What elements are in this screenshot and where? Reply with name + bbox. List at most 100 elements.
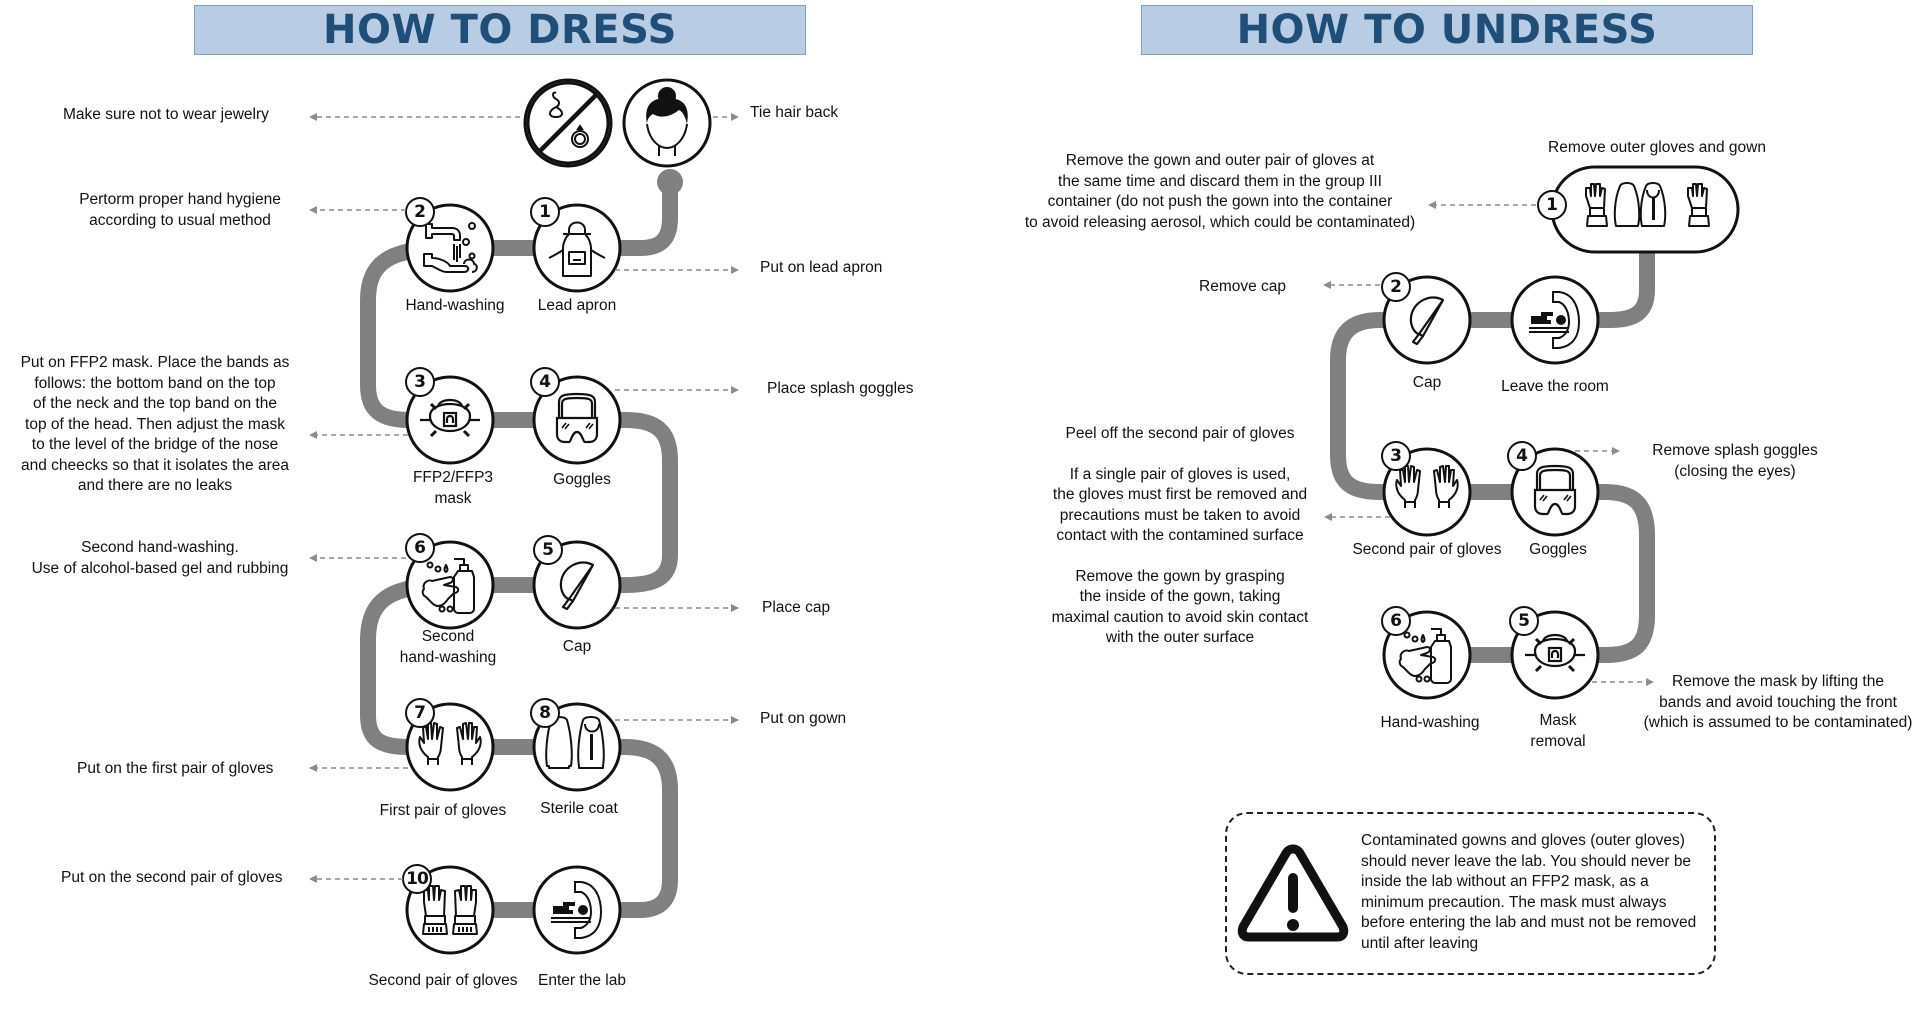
undress-step-1-pill — [1550, 165, 1740, 254]
dress-step-4-circle — [532, 375, 622, 465]
step-label: FFP2/FFP3 mask — [413, 468, 493, 509]
step-number: 4 — [1516, 446, 1528, 466]
instruction-mask: Put on FFP2 mask. Place the bands as fol… — [10, 353, 300, 497]
step-label: Mask removal — [1530, 711, 1585, 752]
step-circle-no-jewelry — [523, 78, 613, 168]
instruction-line: Remove splash goggles — [1652, 442, 1818, 459]
connector-arrows — [309, 113, 1654, 883]
instruction-line: the inside of the gown, taking — [1079, 588, 1281, 605]
step-label: Lead apron — [537, 297, 617, 314]
instruction-line: maximal caution to avoid skin contact — [1051, 608, 1309, 626]
instruction-line: If a single pair of gloves is used, — [1069, 465, 1291, 483]
instruction-line: according to usual method — [89, 211, 271, 229]
warning-line: inside the lab without an FFP2 mask, as … — [1361, 873, 1649, 891]
undress-step-5-circle — [1510, 610, 1600, 700]
instruction-line: and cheecks so that it isolates the area — [21, 456, 289, 474]
step-label-line: FFP2/FFP3 — [412, 469, 494, 486]
instruction-line: precautions must be taken to avoid — [1059, 506, 1301, 524]
dress-step-enter-lab-circle — [532, 865, 622, 955]
warning-line: should never leave the lab. You should n… — [1361, 852, 1692, 870]
dress-step-6-circle — [405, 540, 495, 630]
step-number: 8 — [539, 703, 551, 723]
step-label: Sterile coat — [540, 800, 618, 817]
step-label-line: removal — [1530, 732, 1586, 750]
step-number: 4 — [539, 372, 551, 392]
instruction-line: the same time and discard them in the gr… — [1058, 172, 1382, 190]
instruction-line: Remove the mask by lifting the — [1672, 673, 1884, 690]
instruction-line: Peel off the second pair of gloves — [1065, 425, 1295, 442]
warning-line: Contaminated gowns and gloves (outer glo… — [1361, 832, 1685, 849]
instruction-line: to avoid releasing aerosol, which could … — [1024, 213, 1416, 231]
step-label: Second pair of gloves — [1352, 541, 1502, 558]
step-label: Second hand-washing — [400, 627, 497, 668]
step-number: 10 — [406, 869, 429, 889]
dress-step-5-circle — [532, 540, 622, 630]
undress-step-3-circle — [1382, 447, 1472, 537]
instruction-line: with the outer surface — [1105, 629, 1255, 646]
step-number: 3 — [414, 372, 426, 392]
dress-step-8-circle — [532, 702, 622, 792]
step-label-line: mask — [434, 489, 472, 507]
dress-pipe-start-knob — [657, 169, 683, 195]
undress-step-4-circle — [1510, 447, 1600, 537]
step-label-line: hand-washing — [399, 648, 497, 666]
instruction-line: Put on FFP2 mask. Place the bands as — [20, 354, 290, 371]
instruction-line: of the neck and the top band on the — [33, 395, 277, 412]
dress-pipe — [360, 182, 678, 918]
dress-title-box: HOW TO DRESS — [194, 5, 806, 55]
dress-step-3-circle — [405, 375, 495, 465]
instruction-cap: Place cap — [762, 599, 831, 616]
instruction-line: follows: the bottom band on the top — [34, 374, 276, 392]
instruction-remove-gloves: Peel off the second pair of gloves If a … — [1030, 424, 1330, 649]
undress-step-6-circle — [1382, 610, 1472, 700]
step-number: 6 — [1390, 611, 1402, 631]
dress-title: HOW TO DRESS — [323, 7, 677, 53]
step-number: 5 — [1518, 611, 1530, 631]
dress-number-badges — [402, 197, 563, 894]
instruction-line: container (do not push the gown into the… — [1047, 193, 1393, 210]
instruction-hand-hygiene: Pertorm proper hand hygiene according to… — [60, 190, 300, 231]
instruction-line: and there are no leaks — [77, 477, 233, 494]
instruction-second-handwashing: Second hand-washing. Use of alcohol-base… — [20, 538, 300, 579]
step-label: Goggles — [1529, 541, 1587, 558]
instruction-remove-mask: Remove the mask by lifting the bands and… — [1636, 672, 1920, 734]
instruction-remove-gown: Remove the gown and outer pair of gloves… — [1020, 151, 1420, 233]
instruction-gown: Put on gown — [760, 710, 847, 727]
step-number: 5 — [542, 540, 554, 560]
undress-number-badges — [1381, 190, 1567, 636]
warning-line: until after leaving — [1361, 934, 1479, 952]
instruction-no-jewelry: Make sure not to wear jewelry — [63, 106, 269, 123]
undress-pipe — [1330, 252, 1655, 663]
step-label: Hand-washing — [1380, 714, 1480, 731]
undress-step-leave-room-circle — [1510, 275, 1600, 365]
step-label: Cap — [562, 638, 592, 655]
instruction-lead-apron: Put on lead apron — [760, 259, 883, 276]
instruction-tie-hair: Tie hair back — [750, 104, 839, 121]
step-number: 2 — [1390, 277, 1402, 297]
instruction-goggles: Place splash goggles — [767, 380, 914, 397]
step-label: Enter the lab — [538, 972, 626, 989]
step-number: 2 — [414, 202, 426, 222]
step-label-line: Second — [421, 628, 475, 645]
warning-text: Contaminated gowns and gloves (outer glo… — [1361, 831, 1696, 955]
instruction-line: (closing the eyes) — [1674, 462, 1796, 480]
step-label: Remove outer gloves and gown — [1548, 139, 1766, 156]
step-label: First pair of gloves — [379, 802, 507, 819]
step-number: 7 — [414, 703, 426, 723]
instruction-second-gloves: Put on the second pair of gloves — [61, 869, 283, 886]
warning-line: minimum precaution. The mask must always — [1361, 893, 1667, 911]
step-circle-hair — [622, 78, 712, 168]
instruction-line: Pertorm proper hand hygiene — [79, 191, 281, 208]
instruction-line: Use of alcohol-based gel and rubbing — [31, 559, 289, 577]
instruction-first-gloves: Put on the first pair of gloves — [77, 760, 274, 777]
instruction-line: the gloves must first be removed and — [1052, 486, 1308, 503]
step-label: Leave the room — [1501, 378, 1609, 395]
instruction-line: bands and avoid touching the front — [1659, 693, 1897, 711]
step-number: 3 — [1390, 446, 1402, 466]
instruction-remove-cap: Remove cap — [1199, 278, 1287, 295]
step-label: Second pair of gloves — [368, 972, 518, 989]
instruction-line: contact with the contamined surface — [1056, 527, 1304, 544]
step-label-line: Mask — [1539, 712, 1577, 729]
undress-title-box: HOW TO UNDRESS — [1141, 5, 1753, 55]
